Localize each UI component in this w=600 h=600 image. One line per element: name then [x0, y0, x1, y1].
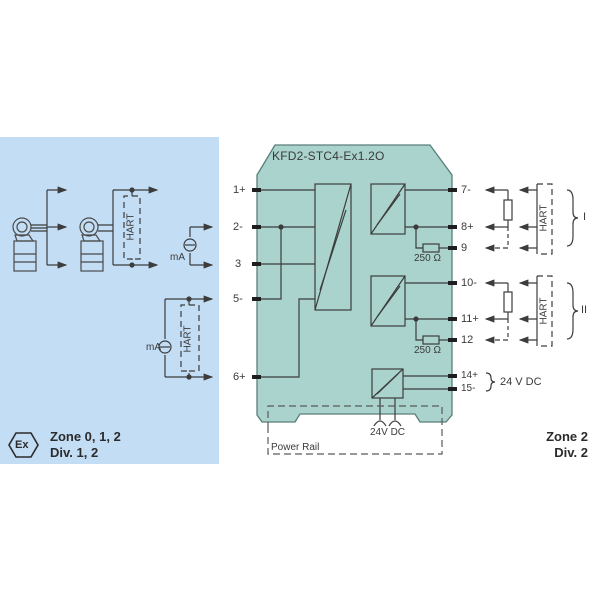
hazardous-area-panel	[0, 137, 219, 464]
safe-zone-line2: Div. 2	[554, 445, 588, 460]
terminal-label-1: 1+	[233, 184, 246, 196]
terminal-label-5: 5-	[233, 293, 243, 305]
hart-label-3: HART	[538, 204, 550, 232]
ma-label-2: mA	[146, 342, 161, 353]
power-rail-label: Power Rail	[271, 442, 320, 453]
internal-supply-label: 24V DC	[370, 427, 406, 438]
hazardous-zone-line1: Zone 0, 1, 2	[50, 429, 121, 444]
terminal-label-14: 14+	[461, 370, 478, 381]
terminal-label-15: 15-	[461, 383, 476, 394]
module-title: KFD2-STC4-Ex1.2O	[272, 149, 385, 163]
hart-label-1: HART	[125, 213, 137, 241]
terminal-label-7: 7-	[461, 184, 471, 196]
supply-label: 24 V DC	[500, 376, 542, 388]
terminal-label-11: 11+	[461, 313, 479, 325]
terminal-label-3: 3	[235, 258, 242, 270]
terminal-label-2: 2-	[233, 221, 243, 233]
transmitter-1	[12, 217, 37, 272]
hart-label-2: HART	[182, 325, 194, 353]
resistor-label-1: 250 Ω	[414, 253, 441, 264]
channel-label-2: II	[581, 304, 588, 316]
terminal-label-12: 12	[461, 334, 474, 346]
terminal-label-9: 9	[461, 242, 468, 254]
hart-label-4: HART	[538, 297, 550, 325]
terminal-label-8: 8+	[461, 221, 474, 233]
transmitter-2	[79, 217, 104, 272]
ex-hexagon-icon	[8, 432, 39, 458]
module-housing	[256, 144, 453, 423]
channel-label-1: I	[583, 211, 587, 223]
ex-icon-text: Ex	[15, 439, 29, 451]
ma-label-1: mA	[170, 252, 185, 263]
safe-zone-line1: Zone 2	[546, 429, 588, 444]
terminal-label-10: 10-	[461, 277, 477, 289]
hazardous-zone-line2: Div. 1, 2	[50, 445, 99, 460]
hazardous-zone-text: Zone 0, 1, 2 Div. 1, 2	[50, 429, 121, 461]
terminal-label-6: 6+	[233, 371, 246, 383]
safe-zone-text: Zone 2 Div. 2	[546, 429, 588, 461]
resistor-label-2: 250 Ω	[414, 345, 441, 356]
